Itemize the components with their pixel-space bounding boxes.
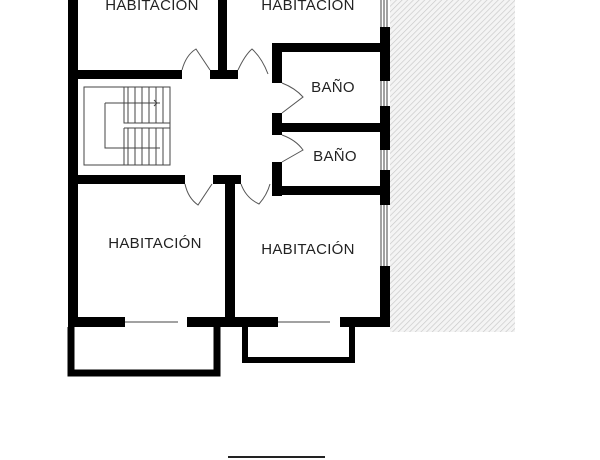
room-label-habitacion-top-right: HABITACION (261, 0, 355, 14)
windows (125, 0, 388, 323)
room-label-bano-1: BAÑO (311, 79, 355, 96)
staircase (83, 86, 171, 166)
room-label-bano-2: BAÑO (313, 148, 357, 165)
walls (68, 0, 390, 327)
door-swings (181, 48, 304, 206)
room-label-habitacion-bottom-left: HABITACIÓN (108, 235, 202, 252)
room-label-habitacion-bottom-right: HABITACIÓN (261, 241, 355, 258)
room-label-habitacion-top-left: HABITACION (105, 0, 199, 14)
exterior-hatched-area (390, 0, 515, 332)
balcony-left (67, 327, 221, 377)
balcony-right (242, 327, 355, 363)
